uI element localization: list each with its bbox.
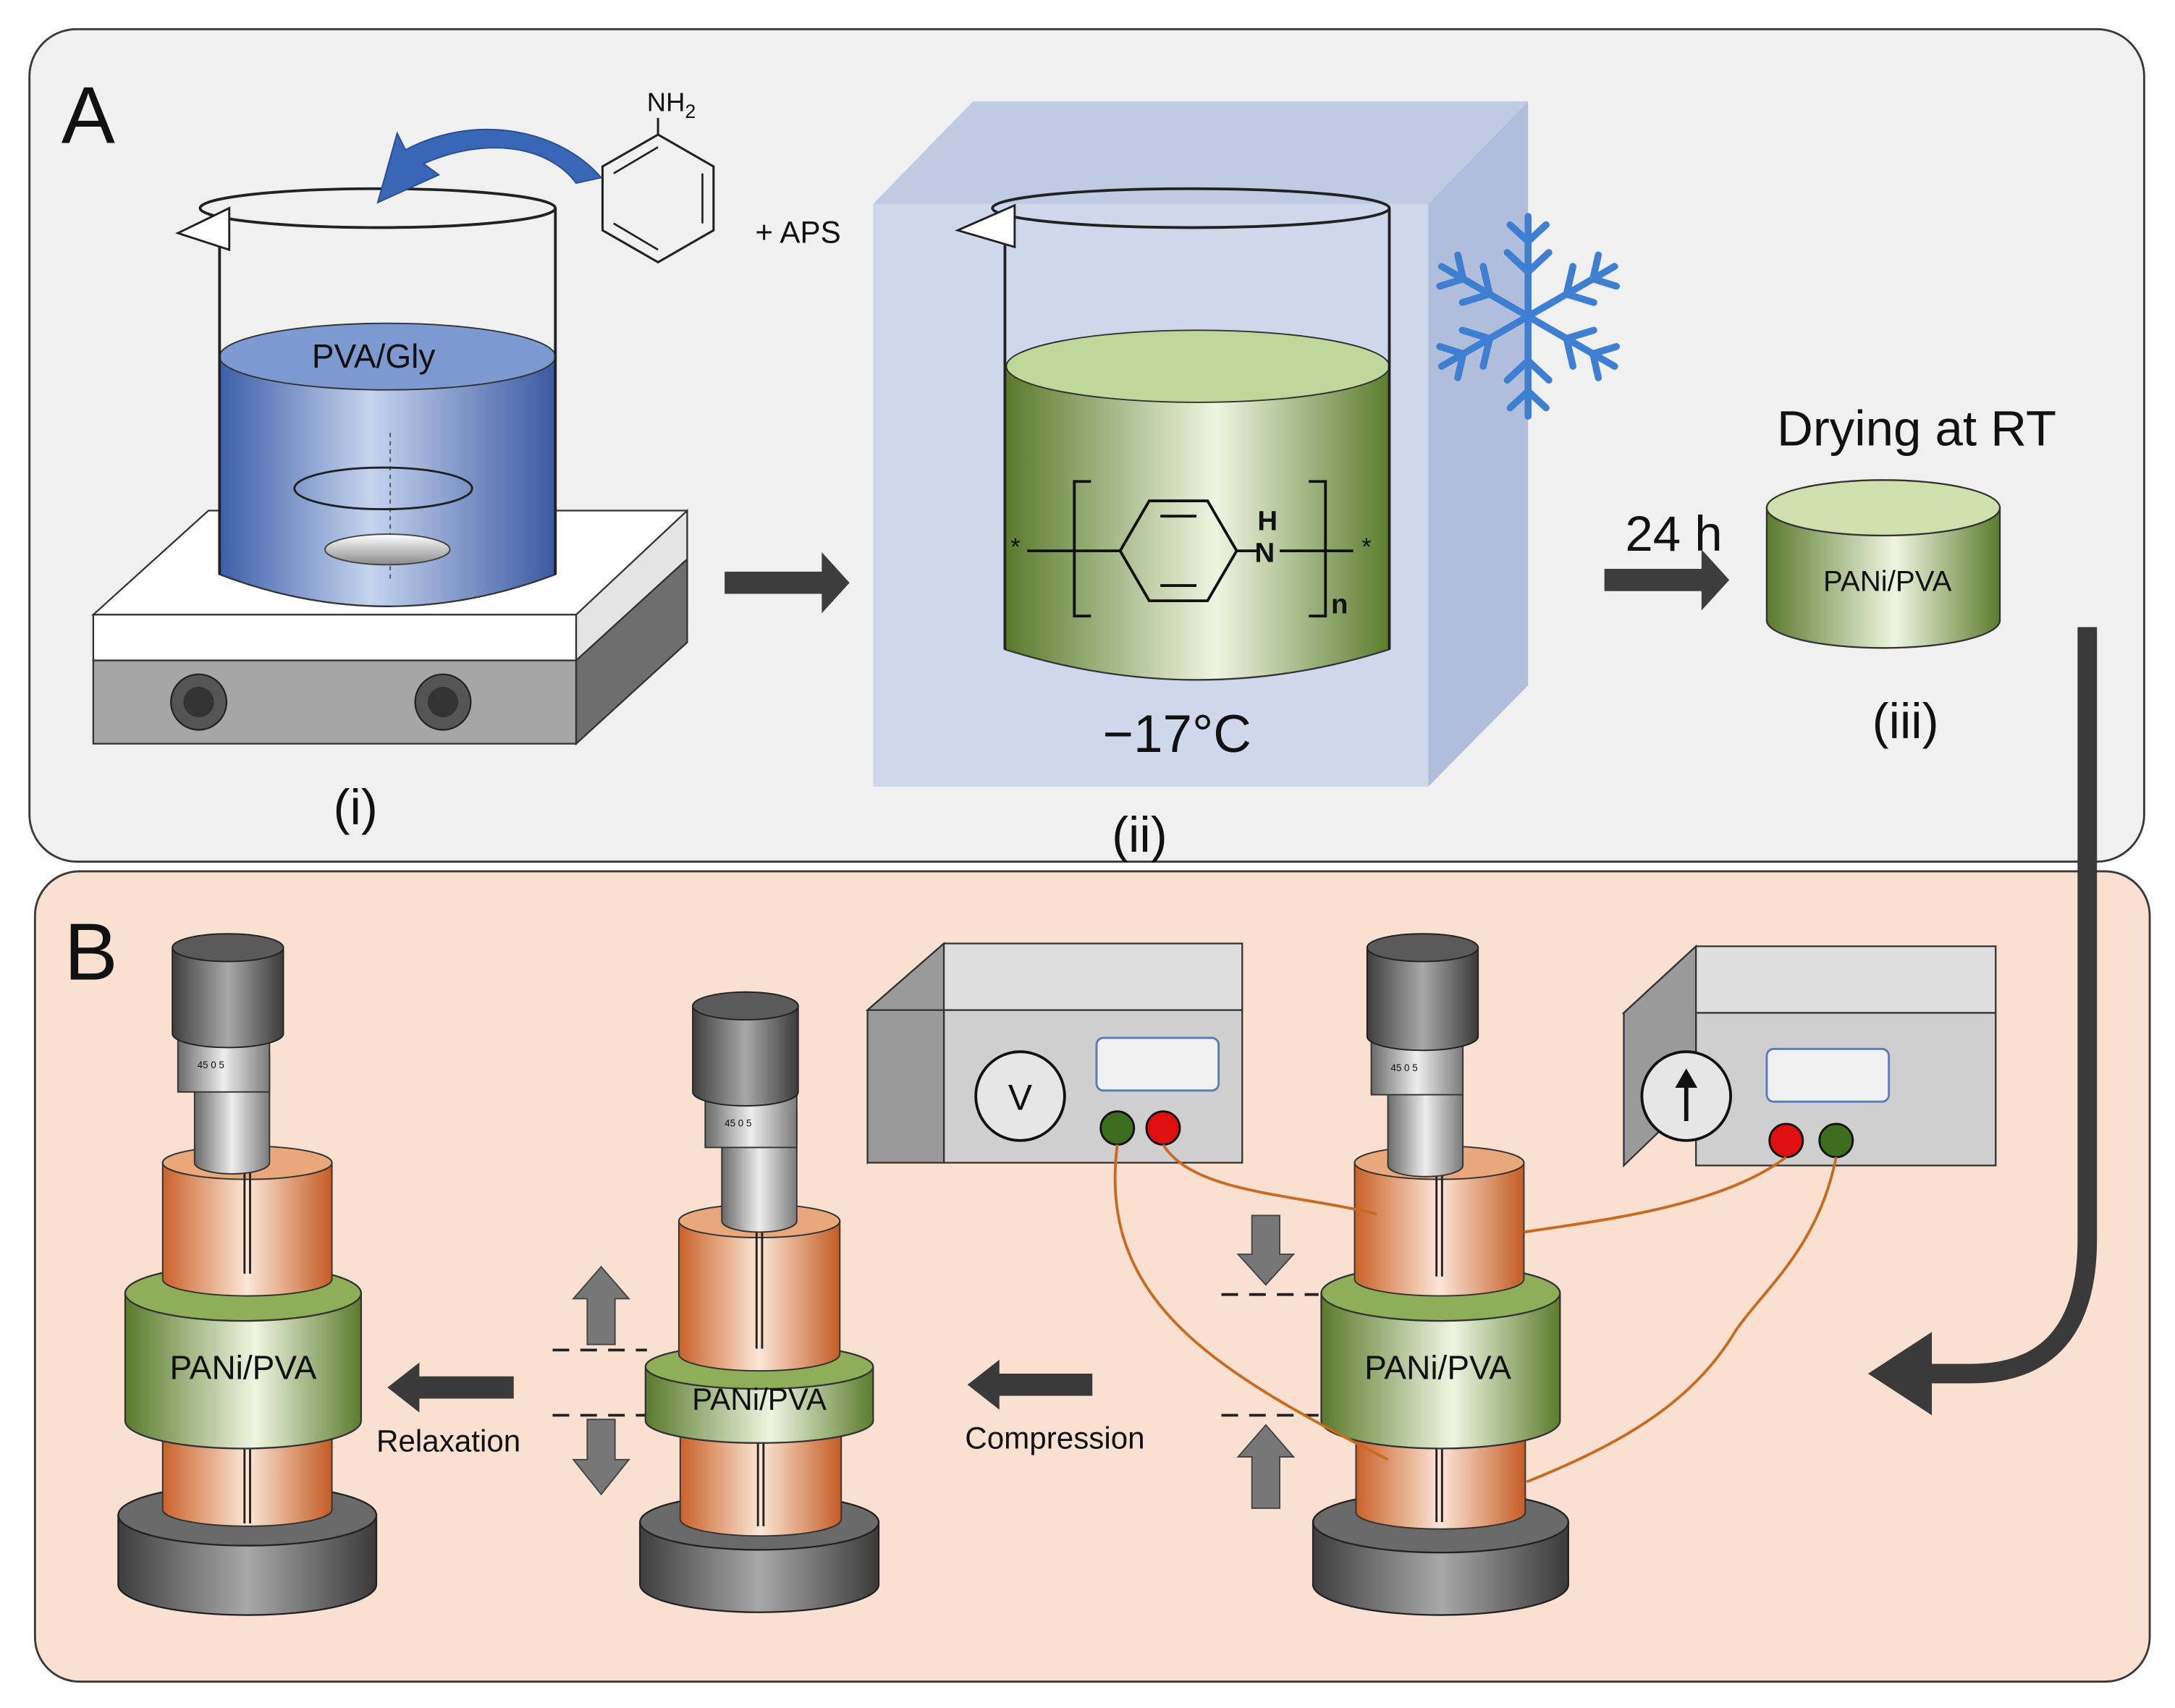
voltmeter-dial-icon — [974, 1050, 1066, 1142]
snowflake-icon — [1431, 213, 1625, 416]
terminal-green-icon — [1099, 1110, 1136, 1146]
caption-ii: (ii) — [1112, 807, 1167, 863]
nh-h-label: H — [1257, 505, 1277, 536]
knob-icon — [170, 673, 228, 731]
micrometer-marks: 45 0 5 — [198, 1060, 224, 1070]
polyaniline-structure — [1027, 480, 1353, 618]
caption-iii: (iii) — [1872, 693, 1939, 749]
compression-indicator — [1221, 1214, 1319, 1509]
process-arrow-icon — [725, 552, 850, 614]
pour-arrow-icon — [376, 129, 603, 204]
terminal-red-icon — [1768, 1123, 1804, 1159]
stir-rotation-icon — [293, 466, 473, 511]
nh-n-label: N — [1255, 537, 1275, 568]
connector-arrow-icon — [1867, 627, 2098, 1416]
star-left: * — [1010, 533, 1020, 561]
relaxation-label: Relaxation — [376, 1424, 520, 1458]
liquid-label: PVA/Gly — [312, 337, 435, 375]
panel-b-background — [33, 870, 2151, 1683]
sample-label: PANi/PVA — [692, 1382, 827, 1416]
terminal-red-icon — [1145, 1110, 1181, 1146]
terminal-green-icon — [1818, 1123, 1854, 1159]
press-compressed: PANi/PVA 45 0 5 — [1312, 933, 1569, 1616]
caption-i: (i) — [334, 779, 378, 835]
freezer-cube — [873, 101, 1529, 787]
panel-a-letter: A — [62, 69, 115, 160]
expansion-indicator — [552, 1265, 647, 1496]
stir-bar-icon — [324, 533, 451, 566]
voltmeter-symbol: V — [1008, 1078, 1033, 1118]
compression-label: Compression — [965, 1421, 1144, 1455]
up-arrow-icon — [1675, 1068, 1698, 1122]
compression-arrow-icon — [967, 1359, 1093, 1410]
sample-label: PANi/PVA — [1364, 1349, 1511, 1387]
additive-label: + APS — [755, 215, 840, 249]
n-subscript: n — [1331, 588, 1348, 620]
micrometer-marks: 45 0 5 — [725, 1118, 751, 1129]
dried-sample-disc: PANi/PVA — [1765, 479, 2001, 649]
press-expanded: PANi/PVA 45 0 5 — [639, 991, 880, 1613]
current-source — [1621, 944, 1997, 1168]
sample-label: PANi/PVA — [1823, 565, 1952, 598]
drying-title: Drying at RT — [1777, 400, 2056, 456]
relaxation-arrow-icon — [387, 1362, 514, 1413]
aniline-structure: NH2 — [601, 87, 715, 264]
beaker-with-polyaniline: * * H N n — [955, 187, 1391, 681]
press-relaxed: PANi/PVA 45 0 5 — [117, 933, 378, 1616]
duration-label: 24 h — [1625, 506, 1722, 562]
temperature-label: −17°C — [1102, 705, 1251, 764]
process-arrow-icon — [1604, 549, 1730, 611]
voltmeter: V — [865, 942, 1243, 1165]
sample-label: PANi/PVA — [170, 1349, 317, 1387]
beaker-with-pva-gly: PVA/Gly — [174, 187, 557, 607]
knob-icon — [414, 673, 472, 731]
micrometer-marks: 45 0 5 — [1390, 1062, 1417, 1073]
panel-b-letter: B — [64, 907, 118, 997]
wires — [1113, 1143, 1838, 1484]
reagent-label: NH2 — [647, 87, 696, 122]
star-right: * — [1361, 533, 1371, 561]
